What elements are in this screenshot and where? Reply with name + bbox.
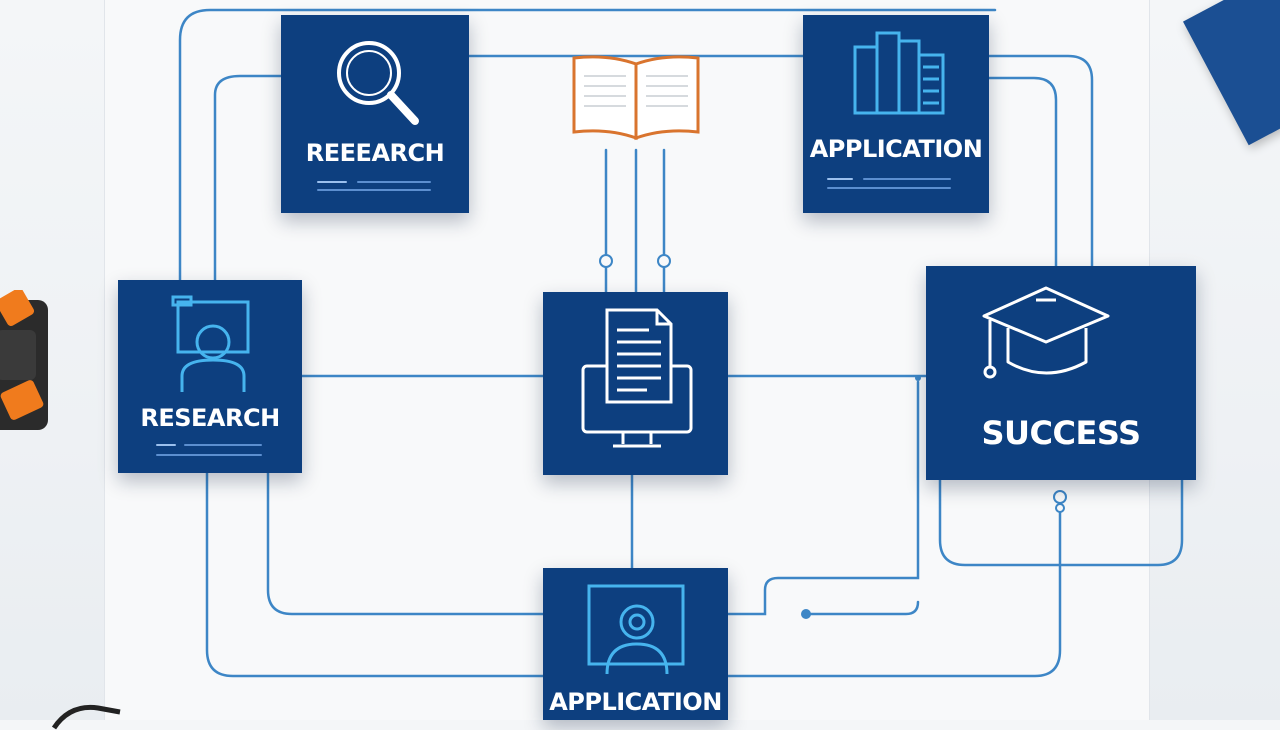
device-prop-icon bbox=[0, 290, 48, 430]
wire-right-mid bbox=[726, 380, 920, 616]
success-card[interactable]: SUCCESS bbox=[926, 266, 1196, 480]
card-underline bbox=[317, 189, 431, 191]
card-underline bbox=[827, 187, 951, 189]
wire-dot bbox=[801, 609, 811, 619]
application-bottom-card[interactable]: APPLICATION bbox=[543, 568, 728, 720]
document-on-monitor-icon bbox=[581, 308, 693, 448]
wire-node bbox=[599, 254, 613, 268]
research-left-card[interactable]: RESEARCH bbox=[118, 280, 302, 473]
profile-badge-icon bbox=[587, 584, 685, 675]
open-book-icon bbox=[572, 55, 700, 141]
wire-node bbox=[1055, 503, 1065, 513]
wire-success-loop bbox=[938, 478, 1184, 567]
research-left-label: RESEARCH bbox=[140, 404, 280, 432]
success-label: SUCCESS bbox=[981, 414, 1141, 452]
card-underline bbox=[156, 454, 262, 456]
wire-node bbox=[1053, 490, 1067, 504]
application-top-label: APPLICATION bbox=[809, 135, 983, 163]
wire-right-inner bbox=[986, 76, 1058, 268]
server-rack-icon bbox=[853, 31, 945, 115]
card-underline bbox=[863, 178, 951, 180]
wire-left-inner-loop bbox=[266, 471, 545, 616]
wire-node bbox=[657, 254, 671, 268]
application-bottom-label: APPLICATION bbox=[549, 688, 722, 716]
wire-left-top bbox=[213, 74, 284, 282]
research-top-label: REEEARCH bbox=[305, 139, 445, 167]
magnifier-icon bbox=[337, 41, 419, 125]
center-document-card[interactable] bbox=[543, 292, 728, 475]
person-at-screen-icon bbox=[171, 295, 250, 392]
card-underline bbox=[827, 178, 853, 180]
research-top-card[interactable]: REEEARCH bbox=[281, 15, 469, 213]
card-underline bbox=[317, 181, 347, 183]
wire-right-dot bbox=[804, 600, 920, 616]
card-underline bbox=[357, 181, 431, 183]
wire-right-outer bbox=[986, 54, 1094, 268]
card-underline bbox=[184, 444, 262, 446]
wire-right-outer-bottom bbox=[726, 503, 1062, 678]
wire-outer-top bbox=[178, 8, 997, 282]
wire-dot bbox=[915, 375, 921, 381]
wire-left-outer-loop bbox=[205, 471, 545, 678]
graduation-cap-icon bbox=[982, 286, 1110, 379]
application-top-card[interactable]: APPLICATION bbox=[803, 15, 989, 213]
card-underline bbox=[156, 444, 176, 446]
